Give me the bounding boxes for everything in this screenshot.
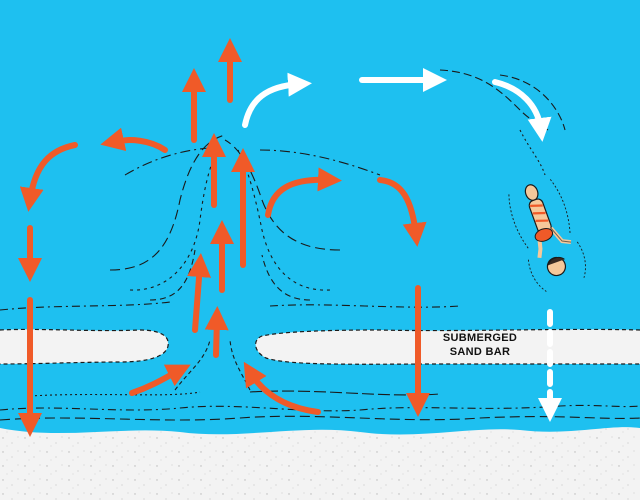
escape-arrow-swim-to-shore <box>492 79 552 142</box>
swimmer-icon <box>508 179 586 292</box>
escape-arrow-swim-parallel <box>242 72 312 128</box>
current-arrow-neck-7 <box>204 306 229 358</box>
current-arrow-feeder-left <box>129 364 191 396</box>
sand-bar-outline-right <box>255 328 640 365</box>
sand-bar-outline-left <box>0 328 169 365</box>
sand-bar-label-line-1: SUBMERGED <box>442 332 518 344</box>
current-arrow-left-loop-top <box>100 127 168 153</box>
beach-sand-texture <box>0 427 640 500</box>
current-arrow-right-loop <box>265 167 342 218</box>
current-arrow-left-return <box>19 142 78 212</box>
sand-bar-label: SUBMERGED SAND BAR <box>430 331 530 359</box>
current-arrow-feeder-right <box>243 361 321 415</box>
current-arrow-neck-6 <box>187 253 212 333</box>
sand-bar-left <box>0 329 169 364</box>
sand-bar-right <box>255 329 640 365</box>
sand-bar-label-line-2: SAND BAR <box>449 346 511 358</box>
current-arrow-right-return <box>377 177 427 247</box>
